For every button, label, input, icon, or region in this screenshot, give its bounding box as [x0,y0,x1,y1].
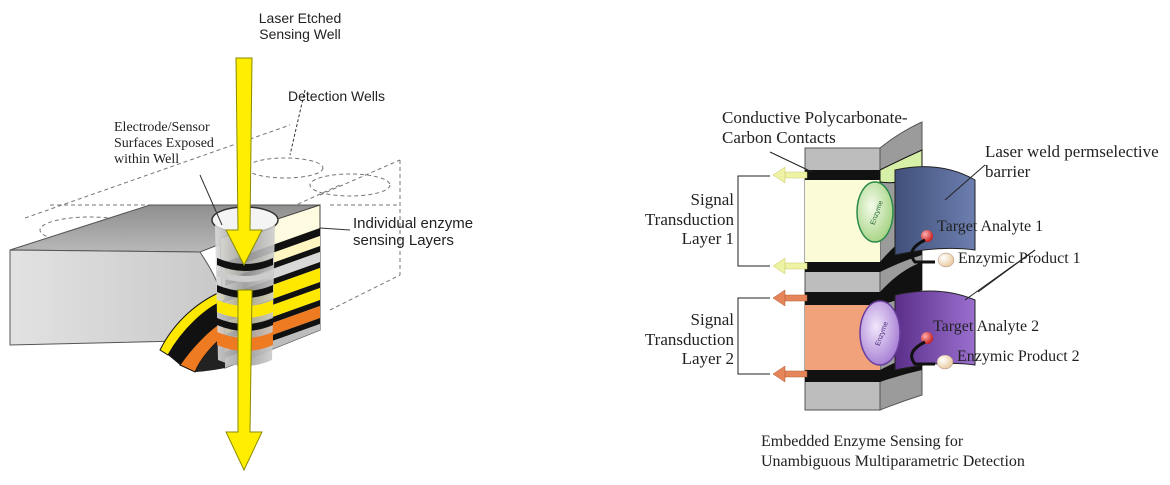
product-ball-2 [936,354,954,370]
layers-label-line2: sensing Layers [353,232,454,250]
layer2-label-line2: Transduction [644,329,734,349]
laser-label-line1: Laser Etched [258,10,342,26]
enzyme-disc-1 [856,181,894,243]
layer1-label-line1: Signal [690,190,734,209]
electrode-label-line3: within Well [114,152,180,168]
barrier-label-line1: Laser weld permselective [985,142,1159,161]
caption-line2: Unambiguous Multiparametric Detection [761,453,1025,471]
barrier-label: Laser weld permselective barrier [985,142,1159,181]
contacts-label-line2: Carbon Contacts [722,127,836,147]
layer1-bracket [737,175,770,267]
analyte2-label: Target Analyte 2 [933,318,1040,335]
contacts-pointer [769,151,813,173]
reaction-arrow-2 [910,340,935,366]
layer2-label-line3: Layer 2 [681,349,734,369]
analyte1-label: Target Analyte 1 [937,218,1044,235]
signal-arrow [772,365,808,383]
product2-label: Enzymic Product 2 [957,348,1080,365]
laser-beam-arrow-lower [225,289,263,472]
electrode-label-line1: Electrode/Sensor [114,120,210,135]
layer1-label: Signal Transduction Layer 1 [616,190,734,249]
layer2-top-contact [805,292,880,305]
layer2-bracket [737,297,770,375]
electrode-label-line2: Surfaces Exposed [114,136,214,152]
enzyme-disc-2 [859,300,901,366]
electrode-label: Electrode/Sensor Surfaces Exposed within… [114,120,214,168]
signal-arrow [772,257,808,275]
laser-label: Laser Etched Sensing Well [255,10,345,42]
layer1-top-contact [805,170,880,180]
detection-pointer [289,89,306,156]
contacts-label: Conductive Polycarbonate- Carbon Contact… [722,108,908,147]
product-ball-1 [937,252,955,268]
layer1-label-line3: Layer 1 [681,229,734,249]
laser-label-line2: Sensing Well [259,26,341,43]
caption: Embedded Enzyme Sensing for Unambiguous … [761,433,1025,472]
right-sensor-stack: Enzyme Enzyme [737,121,1036,411]
barrier-label-line2: barrier [985,161,1031,181]
electrode-pointer [199,174,223,226]
layers-pointer [319,227,351,231]
layer1-bottom-contact [805,262,880,272]
dashed-well-outline [246,157,324,179]
signal-arrow [772,166,808,184]
product1-label: Enzymic Product 1 [958,250,1081,267]
layer2-bottom-contact [805,370,880,382]
laser-beam-arrow [225,57,263,267]
layers-label-line1: Individual enzyme [353,215,474,232]
layer2-label: Signal Transduction Layer 2 [616,310,734,369]
permselective-barrier-1 [894,166,976,256]
contacts-label-line1: Conductive Polycarbonate- [722,108,908,127]
barrier-pointer-3 [964,249,1036,301]
layer2-label-line1: Signal [690,310,734,329]
layer1-label-line2: Transduction [644,209,734,229]
signal-arrow [772,289,808,307]
barrier-pointer-1 [944,164,986,201]
caption-line1: Embedded Enzyme Sensing for [761,433,964,450]
detection-wells-label: Detection Wells [288,88,386,104]
layers-label: Individual enzyme sensing Layers [353,215,473,250]
reaction-arrow-1 [910,238,935,264]
dashed-well-outline [309,173,391,197]
left-sensor-chip [9,57,401,472]
